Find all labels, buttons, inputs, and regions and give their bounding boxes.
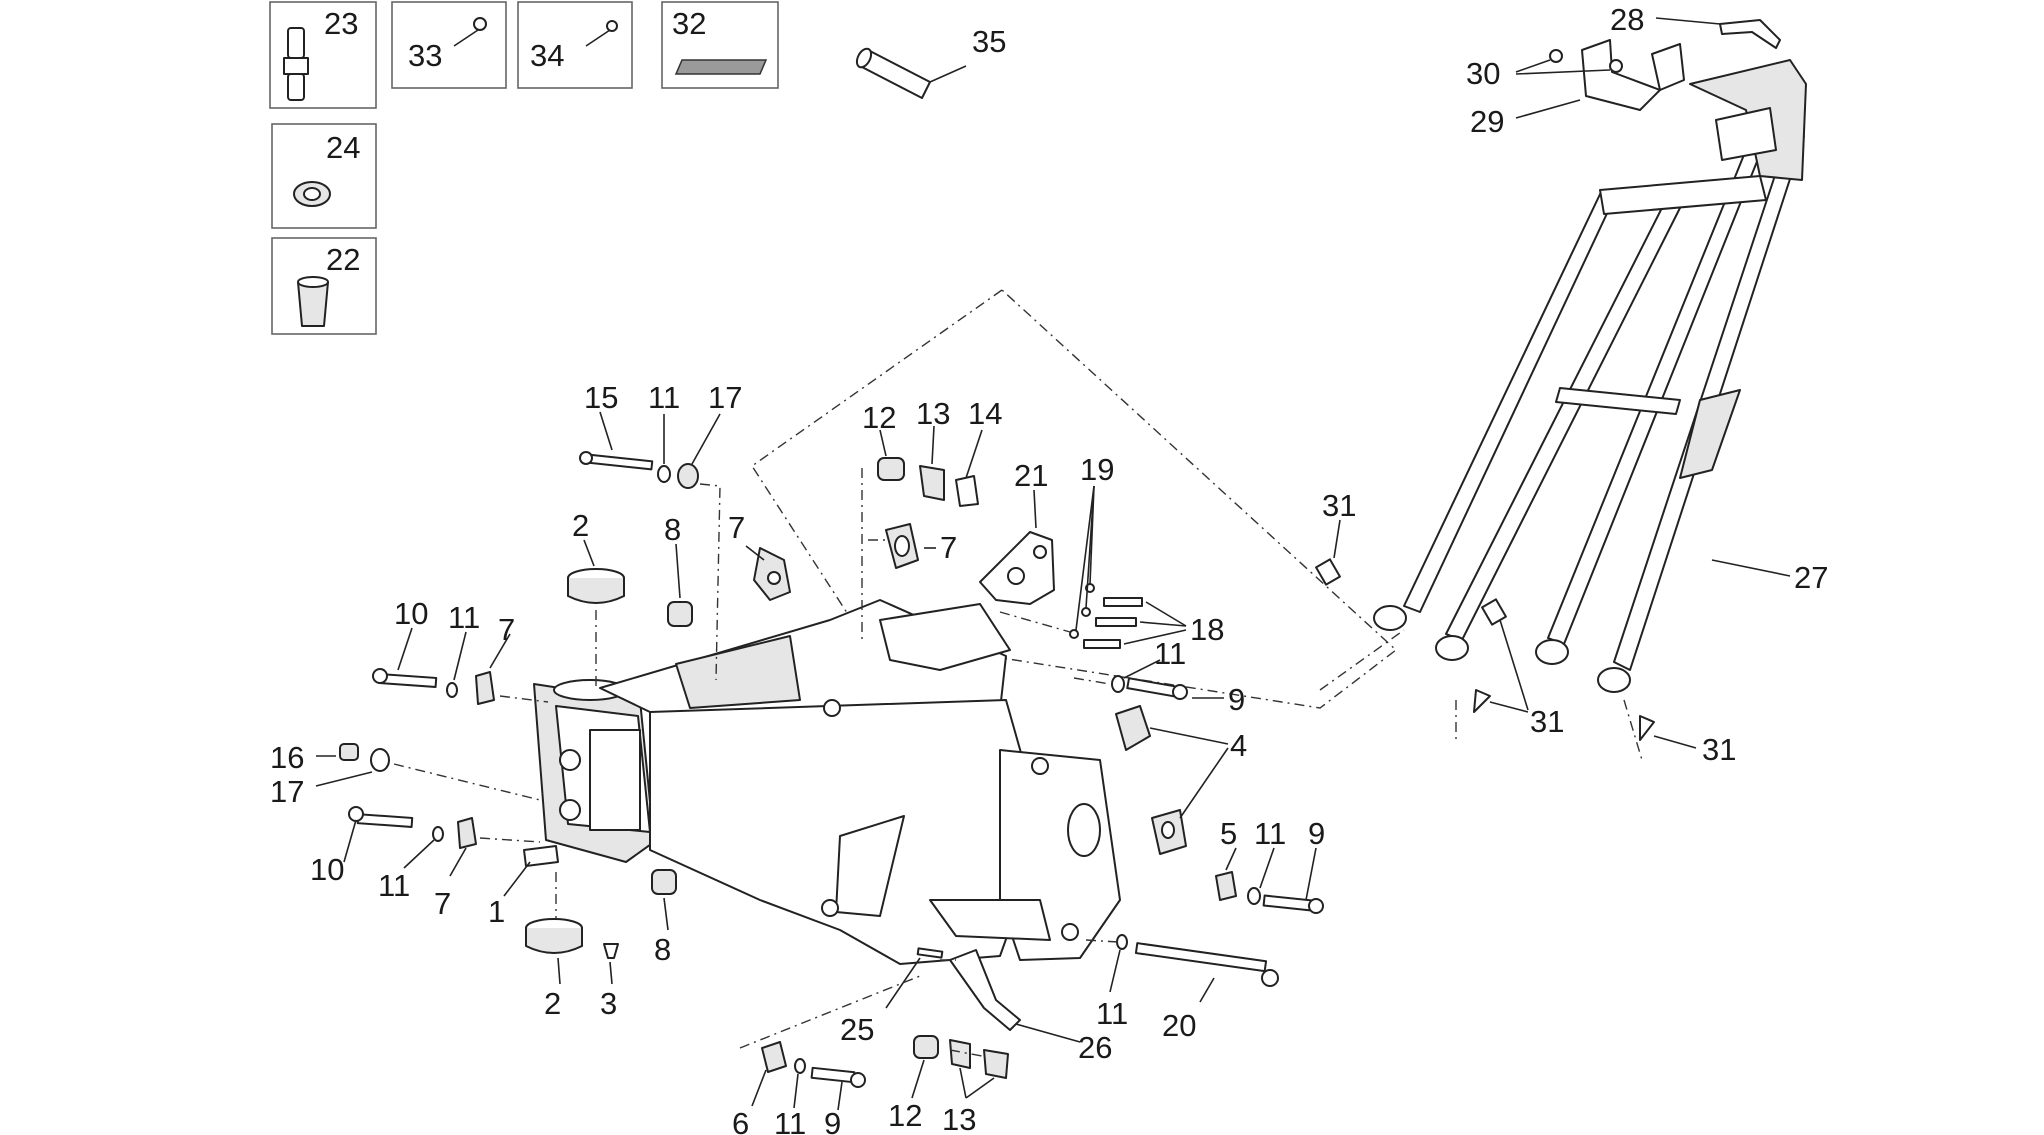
callout-11-d: 11 [1096, 996, 1128, 1031]
main-frame [533, 599, 1121, 965]
callout-22: 22 [326, 242, 360, 277]
callout-23: 23 [324, 6, 358, 41]
callout-12-b: 12 [888, 1098, 922, 1133]
accessory-box-34: 34 [517, 1, 633, 89]
callout-19: 19 [1080, 452, 1114, 487]
brackets-28-29-30: 28 29 30 [1466, 2, 1781, 139]
callout-group-7-11-9-mid: 5 11 9 [1215, 816, 1325, 914]
callout-32: 32 [672, 6, 706, 41]
accessory-box-22: 22 [271, 237, 377, 335]
accessory-box-23: 23 [269, 1, 377, 109]
callout-6: 7 [728, 510, 745, 545]
callout-8-b: 8 [654, 932, 671, 967]
callout-group-20-11: 11 20 [1085, 934, 1279, 1043]
callout-13-a: 13 [916, 396, 950, 431]
callout-27: 27 [1794, 560, 1828, 595]
callout-7-d: 7 [434, 886, 451, 921]
callout-18: 18 [1190, 612, 1224, 647]
callout-3: 3 [600, 986, 617, 1021]
callout-7-a: 5 [1220, 816, 1237, 851]
callout-7-b: 6 [732, 1106, 749, 1135]
callout-group-25-26: 25 26 [840, 947, 1112, 1065]
callout-group-2-upper: 2 [567, 508, 625, 690]
callout-1: 1 [488, 894, 505, 929]
callout-35: 35 [972, 24, 1006, 59]
callout-5: 7 [940, 530, 957, 565]
part-35: 35 [855, 24, 1006, 99]
accessory-box-24: 24 [271, 123, 377, 229]
callout-4: 4 [1230, 728, 1247, 763]
callout-28: 28 [1610, 2, 1644, 37]
callout-34: 34 [530, 38, 564, 73]
callout-16: 16 [270, 740, 304, 775]
callout-group-10-11-7-lower: 10 11 7 1 [310, 806, 559, 929]
callout-11-c: 11 [1254, 816, 1286, 851]
callout-25: 25 [840, 1012, 874, 1047]
bolts-31: 31 31 31 [1315, 488, 1736, 767]
callout-group-5: 7 [868, 523, 957, 569]
callout-group-8-upper: 8 [664, 512, 693, 627]
callout-group-15-11-17: 15 11 17 [579, 380, 742, 681]
callout-20: 20 [1162, 1008, 1196, 1043]
callout-group-7-11-9-bottom: 6 11 9 [732, 975, 921, 1135]
callout-9-c: 9 [824, 1106, 841, 1135]
callout-group-11-9-right: 11 9 [1073, 636, 1245, 717]
callout-11-b: 11 [1154, 636, 1186, 671]
callout-30: 30 [1466, 56, 1500, 91]
callout-11-f: 11 [448, 600, 480, 635]
accessory-box-33: 33 [391, 1, 507, 89]
callout-14: 14 [968, 396, 1002, 431]
rear-subframe: 27 [1373, 59, 1828, 693]
callout-13-b: 13 [942, 1102, 976, 1135]
callout-group-6: 7 [728, 510, 791, 601]
callout-group-12-13-bottom: 12 13 [888, 1035, 1009, 1135]
callout-group-16-17: 16 17 [270, 740, 541, 809]
callout-11-g: 11 [378, 868, 410, 903]
callout-2-a: 2 [572, 508, 589, 543]
callout-31: 31 [1322, 488, 1356, 523]
callout-12-a: 12 [862, 400, 896, 435]
callout-group-10-11-7-upper: 10 11 7 [372, 596, 549, 705]
callout-7-c: 7 [498, 612, 515, 647]
callout-group-12-13-14: 12 13 14 [861, 396, 1002, 640]
callout-31-c: 31 [1702, 732, 1736, 767]
callout-group-21-19-18: 21 19 18 [979, 452, 1224, 649]
callout-24: 24 [326, 130, 360, 165]
callout-26: 26 [1078, 1030, 1112, 1065]
accessory-box-32: 32 [661, 1, 779, 89]
callout-10-a: 10 [394, 596, 428, 631]
callout-11-a: 11 [648, 380, 680, 415]
callout-33: 33 [408, 38, 442, 73]
callout-21: 21 [1014, 458, 1048, 493]
callout-9-b: 9 [1308, 816, 1325, 851]
callout-2-b: 2 [544, 986, 561, 1021]
callout-9-a: 9 [1228, 682, 1245, 717]
callout-group-4: 4 [1115, 705, 1247, 855]
callout-8-a: 8 [664, 512, 681, 547]
callout-17-b: 17 [270, 774, 304, 809]
callout-10-b: 10 [310, 852, 344, 887]
callout-17-a: 17 [708, 380, 742, 415]
callout-11-e: 11 [774, 1106, 806, 1135]
callout-31-b: 31 [1530, 704, 1564, 739]
callout-15: 15 [584, 380, 618, 415]
callout-29: 29 [1470, 104, 1504, 139]
callout-group-8-2-3-lower: 8 2 3 [525, 869, 677, 1021]
